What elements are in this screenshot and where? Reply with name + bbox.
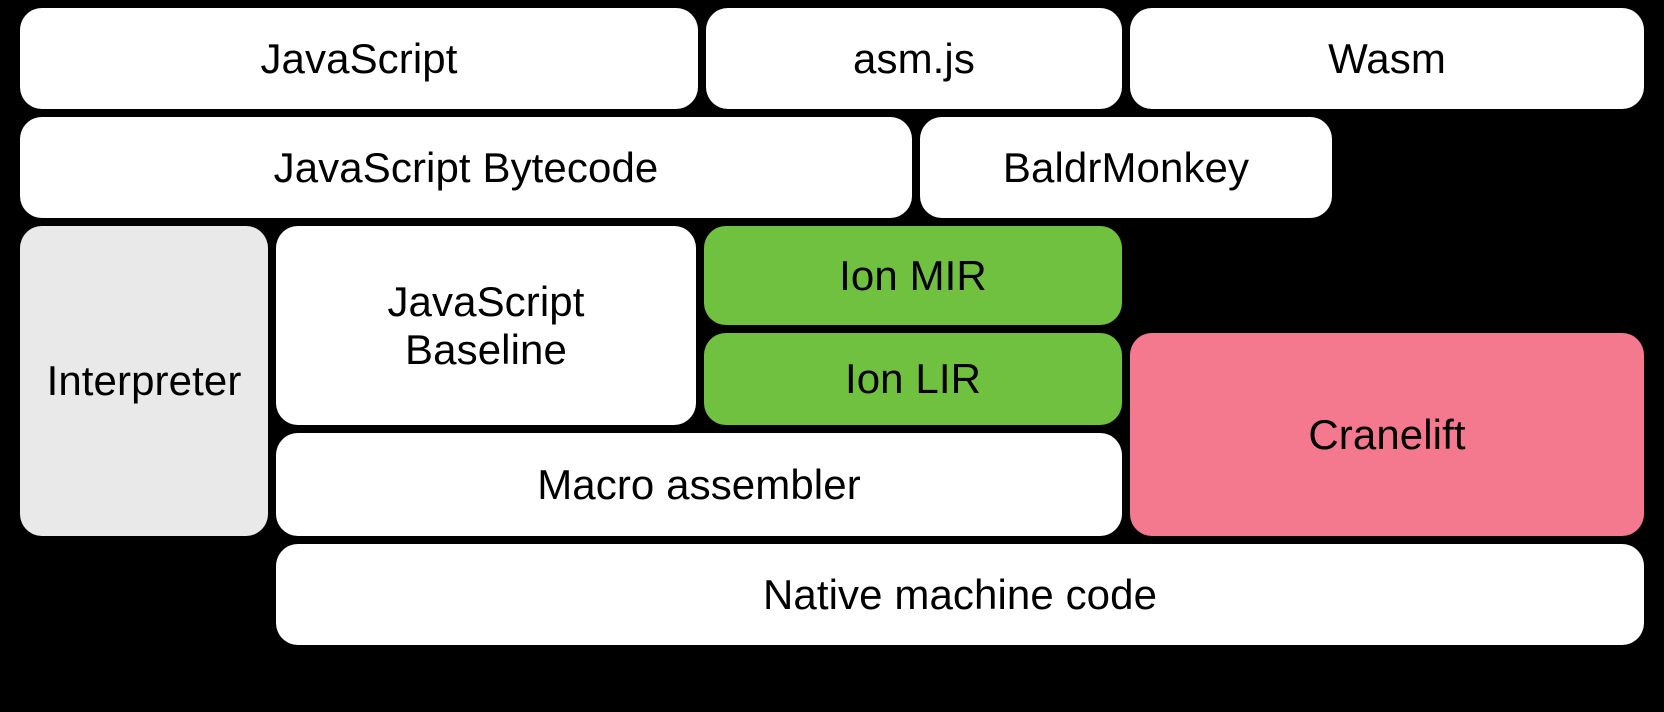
node-ion-lir[interactable]: Ion LIR [704, 333, 1122, 425]
node-javascript-baseline[interactable]: JavaScript Baseline [276, 226, 696, 425]
node-asmjs[interactable]: asm.js [706, 8, 1122, 109]
node-macro-assembler[interactable]: Macro assembler [276, 433, 1122, 536]
node-wasm[interactable]: Wasm [1130, 8, 1644, 109]
node-baldrmonkey[interactable]: BaldrMonkey [920, 117, 1332, 218]
node-cranelift[interactable]: Cranelift [1130, 333, 1644, 536]
node-native-machine-code[interactable]: Native machine code [276, 544, 1644, 645]
node-javascript-bytecode[interactable]: JavaScript Bytecode [20, 117, 912, 218]
node-interpreter[interactable]: Interpreter [20, 226, 268, 536]
node-javascript[interactable]: JavaScript [20, 8, 698, 109]
node-ion-mir[interactable]: Ion MIR [704, 226, 1122, 325]
